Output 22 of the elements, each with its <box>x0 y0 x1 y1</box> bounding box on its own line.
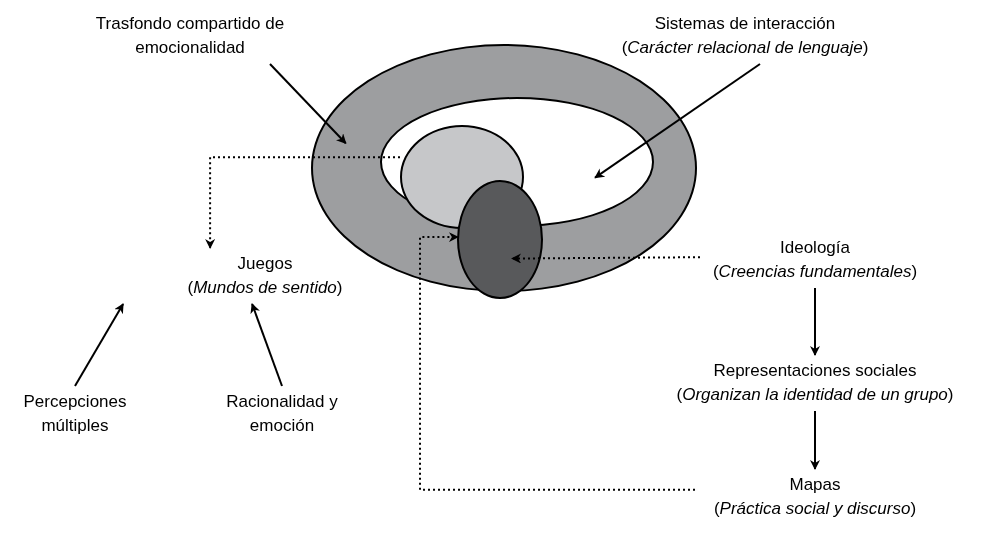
node-label: Juegos <box>237 253 293 275</box>
node-label: (Carácter relacional de lenguaje) <box>621 37 869 59</box>
node-label: (Práctica social y discurso) <box>713 498 917 520</box>
arrow <box>419 232 696 491</box>
arrow <box>511 253 701 264</box>
node-label: (Creencias fundamentales) <box>712 261 918 283</box>
arrow <box>205 156 401 249</box>
node-label: Sistemas de interacción <box>654 13 836 35</box>
arrow <box>810 287 820 356</box>
arrow <box>74 303 125 387</box>
node-label: (Organizan la identidad de un grupo) <box>676 384 954 406</box>
node-label: Racionalidad y emoción <box>225 391 339 437</box>
node-label: Mapas <box>789 474 841 496</box>
node-label: (Mundos de sentido) <box>187 277 343 299</box>
node-label: Representaciones sociales <box>713 360 917 382</box>
arrow <box>594 63 761 179</box>
arrow <box>810 410 820 470</box>
node-label: Ideología <box>780 237 850 259</box>
node-label: Trasfondo compartido de emocionalidad <box>94 13 286 59</box>
arrow <box>269 63 347 145</box>
node-label: Percepciones múltiples <box>22 391 128 437</box>
arrow <box>250 303 283 387</box>
